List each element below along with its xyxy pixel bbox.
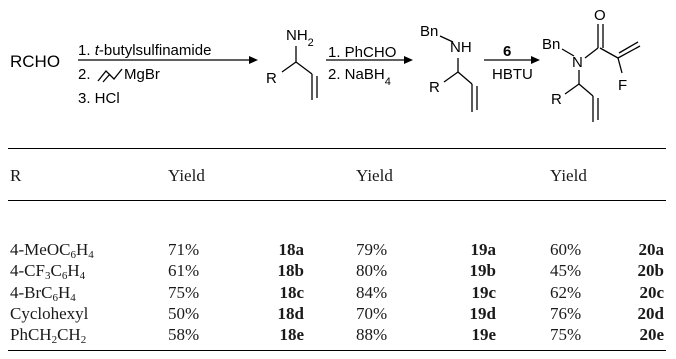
allyl-amine-structure: NH2 R xyxy=(266,27,318,100)
table-header-rule xyxy=(8,200,666,201)
cell-yield-3: 75% xyxy=(550,325,582,344)
cell-compound-20: 20a xyxy=(638,240,665,259)
svg-text:R: R xyxy=(429,79,440,96)
cell-r: 4-CF3C6H4 xyxy=(10,261,86,282)
cell-yield-1: 50% xyxy=(168,304,200,323)
step1-arrowhead xyxy=(249,56,258,64)
step1-condition-3: MgBr xyxy=(124,66,160,83)
benzyl-amine-structure: Bn NH R xyxy=(420,23,478,112)
cell-compound-19: 19c xyxy=(471,283,496,302)
cell-yield-2: 88% xyxy=(356,325,388,344)
svg-text:O: O xyxy=(594,7,606,24)
cell-compound-18: 18e xyxy=(279,325,304,344)
header-yield-1: Yield xyxy=(168,166,205,185)
step2-condition-1: 1. PhCHO xyxy=(328,44,396,61)
cell-yield-2: 80% xyxy=(356,261,388,280)
cell-r: PhCH2CH2 xyxy=(10,325,87,346)
cell-compound-19: 19a xyxy=(470,240,497,259)
cell-yield-3: 60% xyxy=(550,240,582,259)
svg-text:R: R xyxy=(266,70,277,87)
step3-condition-1: 6 xyxy=(503,43,511,60)
cell-yield-1: 61% xyxy=(168,261,200,280)
cell-compound-18: 18a xyxy=(278,240,305,259)
svg-text:N: N xyxy=(572,54,583,71)
cell-yield-1: 75% xyxy=(168,283,200,302)
header-yield-3: Yield xyxy=(550,166,587,185)
svg-text:NH: NH xyxy=(450,39,472,56)
cell-compound-18: 18d xyxy=(277,304,304,323)
cell-compound-18: 18c xyxy=(279,283,304,302)
cell-yield-3: 45% xyxy=(550,261,582,280)
cell-compound-20: 20b xyxy=(637,261,664,280)
svg-text:NH2: NH2 xyxy=(286,27,314,49)
cell-compound-19: 19d xyxy=(469,304,496,323)
cell-yield-3: 62% xyxy=(550,283,582,302)
reaction-scheme: RCHO 1. t-butylsulfinamide 2. MgBr 3. HC… xyxy=(10,7,641,122)
cell-yield-3: 76% xyxy=(550,304,582,323)
table-top-rule xyxy=(8,148,666,149)
cell-compound-20: 20e xyxy=(639,325,664,344)
header-yield-2: Yield xyxy=(356,166,393,185)
cell-compound-19: 19b xyxy=(469,261,496,280)
cell-yield-1: 58% xyxy=(168,325,200,344)
step2-arrowhead xyxy=(404,56,413,64)
cell-r: 4-MeOC6H4 xyxy=(10,240,94,261)
step1-condition-1: 1. t-butylsulfinamide xyxy=(78,42,211,59)
cell-r: Cyclohexyl xyxy=(10,304,89,323)
cell-r: 4-BrC6H4 xyxy=(10,283,76,304)
table-bottom-rule xyxy=(8,350,666,351)
cell-yield-2: 79% xyxy=(356,240,388,259)
cell-yield-2: 84% xyxy=(356,283,388,302)
cell-yield-2: 70% xyxy=(356,304,388,323)
svg-text:Bn: Bn xyxy=(542,36,560,53)
cell-compound-19: 19e xyxy=(471,325,496,344)
step1-condition-2: 2. xyxy=(78,66,91,83)
header-r: R xyxy=(10,166,22,185)
step1-condition-4: 3. HCl xyxy=(78,90,120,107)
cell-compound-20: 20c xyxy=(639,283,664,302)
svg-text:Bn: Bn xyxy=(420,23,438,40)
step2-condition-2: 2. NaBH4 xyxy=(328,66,391,88)
vinyl-icon xyxy=(97,68,123,82)
cell-yield-1: 71% xyxy=(168,240,200,259)
cell-compound-18: 18b xyxy=(277,261,304,280)
cell-compound-20: 20d xyxy=(637,304,664,323)
reactant-label: RCHO xyxy=(10,52,60,71)
step3-arrowhead xyxy=(531,56,540,64)
fluoroacrylamide-structure: Bn N O F R xyxy=(542,7,641,122)
step3-condition-2: HBTU xyxy=(492,66,533,83)
svg-text:F: F xyxy=(618,77,627,94)
svg-text:R: R xyxy=(551,91,562,108)
